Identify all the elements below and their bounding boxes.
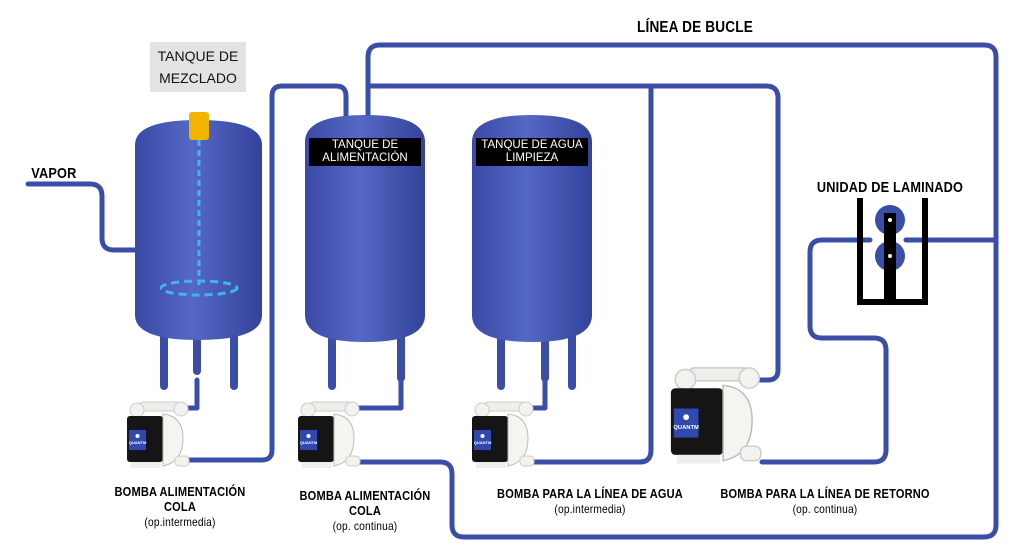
diaphragm-pump-1: QUANTM (127, 401, 190, 468)
pipes (25, 42, 999, 540)
pump-mode: (op. continua) (792, 502, 858, 516)
pump-mode: (op. continua) (332, 519, 398, 533)
mixer-motor (189, 112, 209, 140)
pump-title: BOMBA PARA LA LÍNEA DE AGUA (497, 486, 683, 501)
diaphragm-pump-2: QUANTM (298, 401, 361, 468)
pump-label-3: BOMBA PARA LA LÍNEA DE AGUA(op.intermedi… (488, 486, 692, 517)
laminating-unit (857, 198, 928, 305)
pump-title: BOMBA ALIMENTACIÓN COLA (114, 484, 246, 514)
pump-label-4: BOMBA PARA LA LÍNEA DE RETORNO(op. conti… (719, 486, 932, 517)
diaphragm-pump-3: QUANTM (472, 401, 535, 468)
laminating-unit-label: UNIDAD DE LAMINADO (816, 179, 964, 196)
diaphragm-pump-4: QUANTM (670, 367, 762, 464)
pumps: QUANTM QUANTM QUANTM QUANTM (127, 367, 762, 468)
return-pipe (759, 237, 889, 465)
pump-mode: (op.intermedia) (554, 502, 626, 516)
clean-water-tank-label: TANQUE DE AGUA LIMPIEZA (476, 138, 588, 166)
clean-water-tank (472, 115, 592, 390)
pump-label-2: BOMBA ALIMENTACIÓN COLA(op. continua) (297, 488, 433, 534)
pump-brand-label: QUANTM (300, 440, 318, 445)
tank1-outlet (185, 377, 200, 411)
pump-title: BOMBA PARA LA LÍNEA DE RETORNO (720, 486, 930, 501)
tank2-outlet (355, 377, 404, 411)
pump-brand-label: QUANTM (673, 425, 699, 431)
loop-line-label: LÍNEA DE BUCLE (637, 19, 753, 36)
pump-title: BOMBA ALIMENTACIÓN COLA (299, 488, 431, 518)
steam-pipe (25, 181, 139, 253)
pump-brand-label: QUANTM (474, 440, 492, 445)
feed-tank (305, 115, 425, 390)
upper-pipe (365, 83, 781, 383)
pump-brand-label: QUANTM (129, 440, 147, 445)
pump-mode: (op.intermedia) (144, 515, 216, 529)
feed-pipe (182, 83, 349, 463)
tank3-outlet (525, 377, 548, 411)
water-pipe (524, 83, 654, 465)
mixing-tank-label: TANQUE DE MEZCLADO (150, 42, 246, 92)
steam-label: VAPOR (31, 165, 77, 182)
loop-pipe (352, 42, 999, 540)
pump-label-1: BOMBA ALIMENTACIÓN COLA(op.intermedia) (112, 484, 248, 530)
mixing-tank (135, 112, 262, 390)
feed-tank-label: TANQUE DE ALIMENTACIÓN (309, 138, 421, 166)
